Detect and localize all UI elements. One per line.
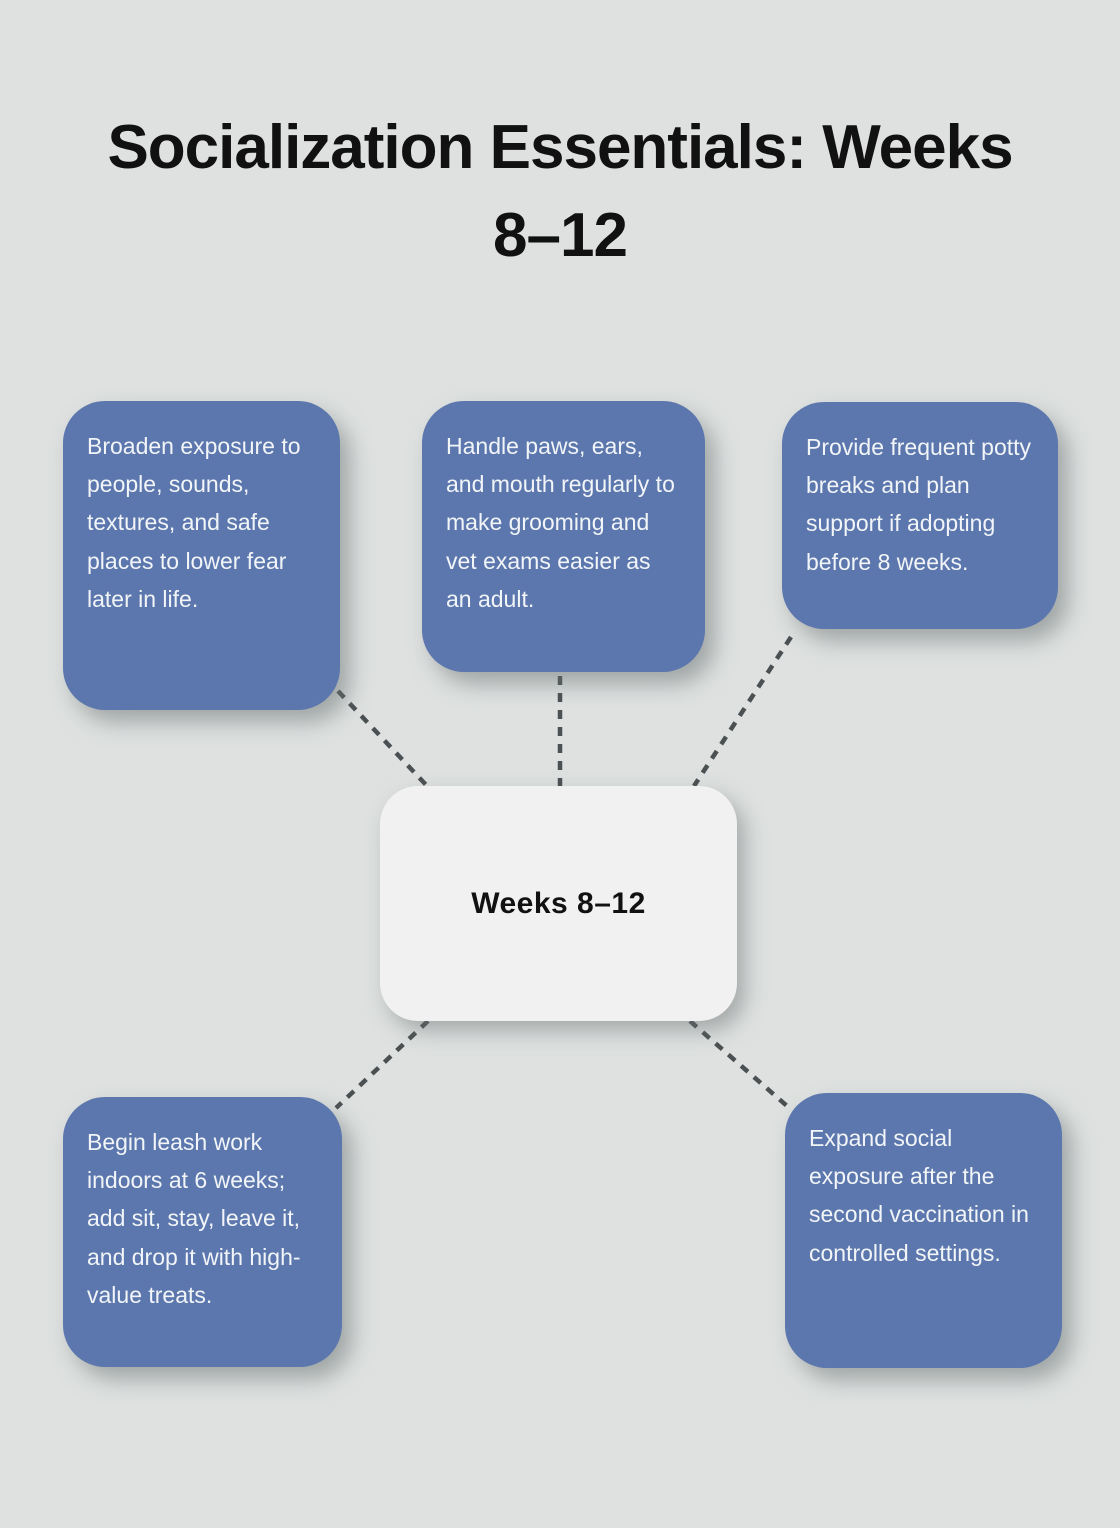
node-bottom-right: Expand social exposure after the second …: [785, 1093, 1062, 1368]
node-bottom-left-text: Begin leash work indoors at 6 weeks; add…: [87, 1129, 301, 1308]
node-top-middle: Handle paws, ears, and mouth regularly t…: [422, 401, 705, 672]
node-top-left: Broaden exposure to people, sounds, text…: [63, 401, 340, 710]
page-title-line-2: 8–12: [493, 201, 628, 271]
node-top-left-text: Broaden exposure to people, sounds, text…: [87, 433, 301, 612]
node-bottom-left: Begin leash work indoors at 6 weeks; add…: [63, 1097, 342, 1367]
page-title: Socialization Essentials: Weeks 8–12: [0, 104, 1120, 280]
connector-top-left: [336, 689, 430, 789]
connector-top-right: [692, 635, 793, 788]
node-top-right: Provide frequent potty breaks and plan s…: [782, 402, 1058, 629]
node-center-label: Weeks 8–12: [471, 886, 646, 920]
node-top-right-text: Provide frequent potty breaks and plan s…: [806, 434, 1032, 575]
node-top-middle-text: Handle paws, ears, and mouth regularly t…: [446, 433, 675, 612]
node-center: Weeks 8–12: [380, 786, 737, 1021]
node-bottom-right-text: Expand social exposure after the second …: [809, 1125, 1029, 1266]
page-title-line-1: Socialization Essentials: Weeks: [107, 113, 1013, 182]
connector-bottom-right: [688, 1019, 789, 1108]
connector-bottom-left: [334, 1019, 430, 1110]
